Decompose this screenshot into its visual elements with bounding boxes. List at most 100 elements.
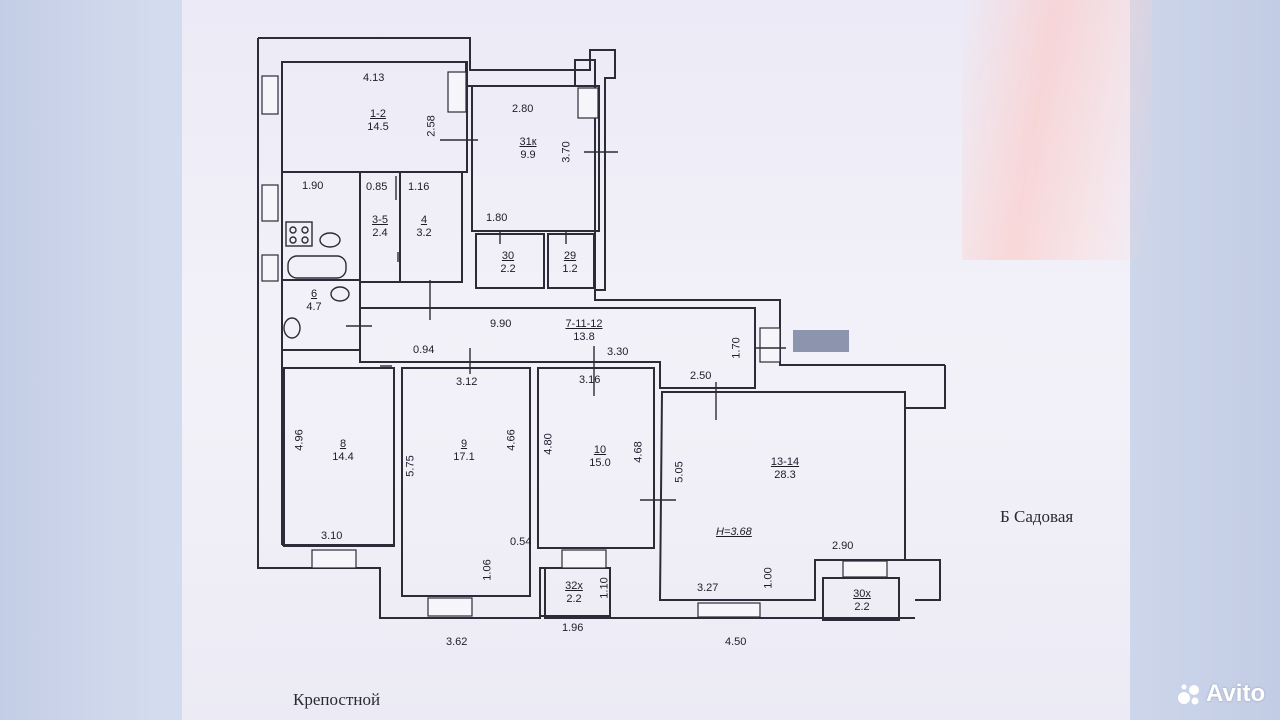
dimension-label: 4.66 [505, 429, 518, 451]
room-number: 8 [339, 438, 347, 450]
avito-logo-icon [1178, 684, 1199, 705]
sink-icon [319, 232, 341, 248]
room-area: 2.2 [566, 593, 582, 605]
room-area: 17.1 [453, 451, 475, 463]
window [261, 254, 279, 282]
avito-logo-text: Avito [1206, 680, 1266, 707]
window [697, 602, 761, 618]
washbasin-icon [330, 286, 350, 302]
room-label: 1-2 14.5 [358, 108, 398, 134]
room-area: 14.5 [367, 121, 389, 133]
dimension-label: 2.58 [425, 115, 438, 137]
ceiling-height-label: Н=3.68 [716, 526, 752, 538]
dimension-label: 3.27 [697, 582, 719, 594]
room-number: 4 [420, 214, 428, 226]
dimension-label: 0.85 [366, 181, 388, 193]
room-number: 3-5 [372, 214, 388, 226]
room-label: 29 1.2 [552, 250, 588, 276]
dimension-label: 1.96 [562, 622, 584, 634]
dimension-label: 0.54 [510, 536, 532, 548]
dimension-label: 9.90 [490, 318, 512, 330]
room-number: 1-2 [370, 108, 386, 120]
room-label: 4 3.2 [406, 214, 442, 240]
stove-icon [285, 221, 313, 247]
dimension-label: 2.80 [512, 103, 534, 115]
room-label: 7-11-12 13.8 [554, 318, 614, 344]
room-area: 9.9 [520, 149, 536, 161]
room-number: 10 [593, 444, 607, 456]
room-label: 3-5 2.4 [362, 214, 398, 240]
dimension-label: 1.00 [762, 567, 775, 589]
street-label-right: Б Садовая [1000, 507, 1074, 526]
dimension-label: 5.75 [404, 455, 417, 477]
dimension-label: 4.13 [363, 72, 385, 84]
room-29-outline [547, 233, 595, 289]
room-8-outline [283, 367, 395, 547]
room-area: 3.2 [416, 227, 432, 239]
room-31k-outline [471, 85, 600, 232]
dimension-label: 0.94 [413, 344, 435, 356]
dimension-label: 4.68 [632, 441, 645, 463]
room-number: 31к [519, 136, 537, 148]
room-number: 30х [853, 588, 871, 600]
window [577, 87, 599, 119]
room-30-outline [475, 233, 545, 289]
room-number: 9 [460, 438, 468, 450]
room-label: 30х 2.2 [842, 588, 882, 614]
room-number: 29 [563, 250, 577, 262]
room-area: 2.2 [854, 601, 870, 613]
room-area: 2.4 [372, 227, 388, 239]
right-wall [904, 365, 946, 560]
window [842, 560, 888, 578]
room-number: 6 [310, 288, 318, 300]
room-label: 30 2.2 [490, 250, 526, 276]
dimension-label: 1.16 [408, 181, 430, 193]
room-number: 30 [501, 250, 515, 262]
avito-watermark: Avito [1176, 680, 1265, 708]
street-label-bottom: Крепостной [293, 690, 381, 709]
room-area: 4.7 [306, 301, 322, 313]
dimension-label: 3.30 [607, 346, 629, 358]
dimension-label: 3.62 [446, 636, 468, 648]
dimension-label: 3.16 [579, 374, 601, 386]
outer-wall [258, 37, 945, 366]
room-10-outline [537, 367, 655, 549]
dimension-label: 1.06 [481, 559, 494, 581]
room-label: 8 14.4 [323, 438, 363, 464]
window [447, 71, 467, 113]
dimension-label: 3.12 [456, 376, 478, 388]
room-9-outline [401, 367, 531, 597]
window [759, 327, 781, 363]
room-number: 32х [565, 580, 583, 592]
room-area: 13.8 [573, 331, 595, 343]
room-area: 1.2 [562, 263, 578, 275]
window [261, 184, 279, 222]
window [311, 549, 357, 569]
dimension-label: 4.80 [542, 433, 555, 455]
room-label: 9 17.1 [444, 438, 484, 464]
dimension-label: 2.50 [690, 370, 712, 382]
bathtub-icon [287, 255, 347, 279]
redacted-area [793, 330, 849, 352]
room-label: 13-14 28.3 [760, 456, 810, 482]
dimension-label: 4.96 [293, 429, 306, 451]
window [427, 597, 473, 617]
room-number: 7-11-12 [565, 318, 603, 330]
room-label: 31к 9.9 [508, 136, 548, 162]
dimension-label: 1.70 [730, 337, 743, 359]
room-area: 15.0 [589, 457, 611, 469]
room-label: 6 4.7 [296, 288, 332, 314]
dimension-label: 1.80 [486, 212, 508, 224]
corridor-outline [359, 307, 756, 389]
dimension-label: 3.10 [321, 530, 343, 542]
dimension-label: 4.50 [725, 636, 747, 648]
room-area: 28.3 [774, 469, 796, 481]
room-13-14-outline [658, 391, 906, 601]
dimension-label: 2.90 [832, 540, 854, 552]
room-number: 13-14 [770, 456, 800, 468]
dimension-label: 1.10 [598, 577, 611, 599]
window [561, 549, 607, 569]
room-4-outline [399, 171, 463, 283]
